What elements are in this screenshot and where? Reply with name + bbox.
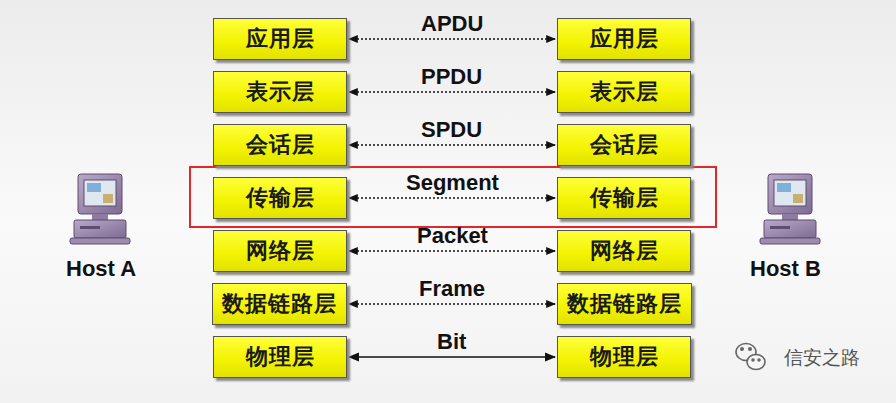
layer-box: 网络层 [213,230,347,272]
layer-name: 表示层 [246,77,315,107]
layer-name: 会话层 [590,130,659,160]
layer-box: 物理层 [213,336,347,378]
watermark: 信安之路 [784,345,860,371]
layer-box: 物理层 [557,336,691,378]
layer-name: 物理层 [246,342,315,372]
layer-box: 传输层 [213,177,347,219]
layer-name: 数据链路层 [222,289,337,319]
layer-name: 应用层 [246,24,315,54]
computer-icon [70,174,130,244]
pdu-label: Packet [417,224,488,248]
layer-box: 表示层 [213,71,347,113]
host-label: Host A [66,256,136,282]
layer-name: 网络层 [590,236,659,266]
pdu-label: Segment [406,171,499,195]
layer-box: 会话层 [557,124,691,166]
layer-box: 网络层 [557,230,691,272]
layer-name: 表示层 [590,77,659,107]
layer-name: 应用层 [590,24,659,54]
pdu-arrow [349,91,555,92]
layer-box: 表示层 [557,71,691,113]
layer-name: 传输层 [590,183,659,213]
pdu-label: SPDU [421,118,482,142]
pdu-arrow [349,356,555,358]
layer-box: 应用层 [213,18,347,60]
layer-box: 数据链路层 [557,283,692,325]
computer-icon [760,174,820,244]
layer-name: 传输层 [246,183,315,213]
pdu-label: Frame [419,277,485,301]
pdu-label: PPDU [421,65,482,89]
pdu-arrow [349,303,555,304]
pdu-arrow [349,38,555,39]
layer-name: 会话层 [246,130,315,160]
highlight-frame [190,167,716,227]
pdu-arrow [349,250,555,251]
layer-name: 网络层 [246,236,315,266]
pdu-label: Bit [437,330,466,354]
layer-box: 应用层 [557,18,691,60]
layer-name: 物理层 [590,342,659,372]
pdu-arrow [349,144,555,145]
layer-box: 传输层 [557,177,691,219]
layer-box: 会话层 [213,124,347,166]
wechat-icon [736,344,765,370]
pdu-label: APDU [421,12,483,36]
pdu-arrow [349,197,555,198]
host-label: Host B [750,256,821,282]
layer-box: 数据链路层 [212,283,347,325]
layer-name: 数据链路层 [567,289,682,319]
